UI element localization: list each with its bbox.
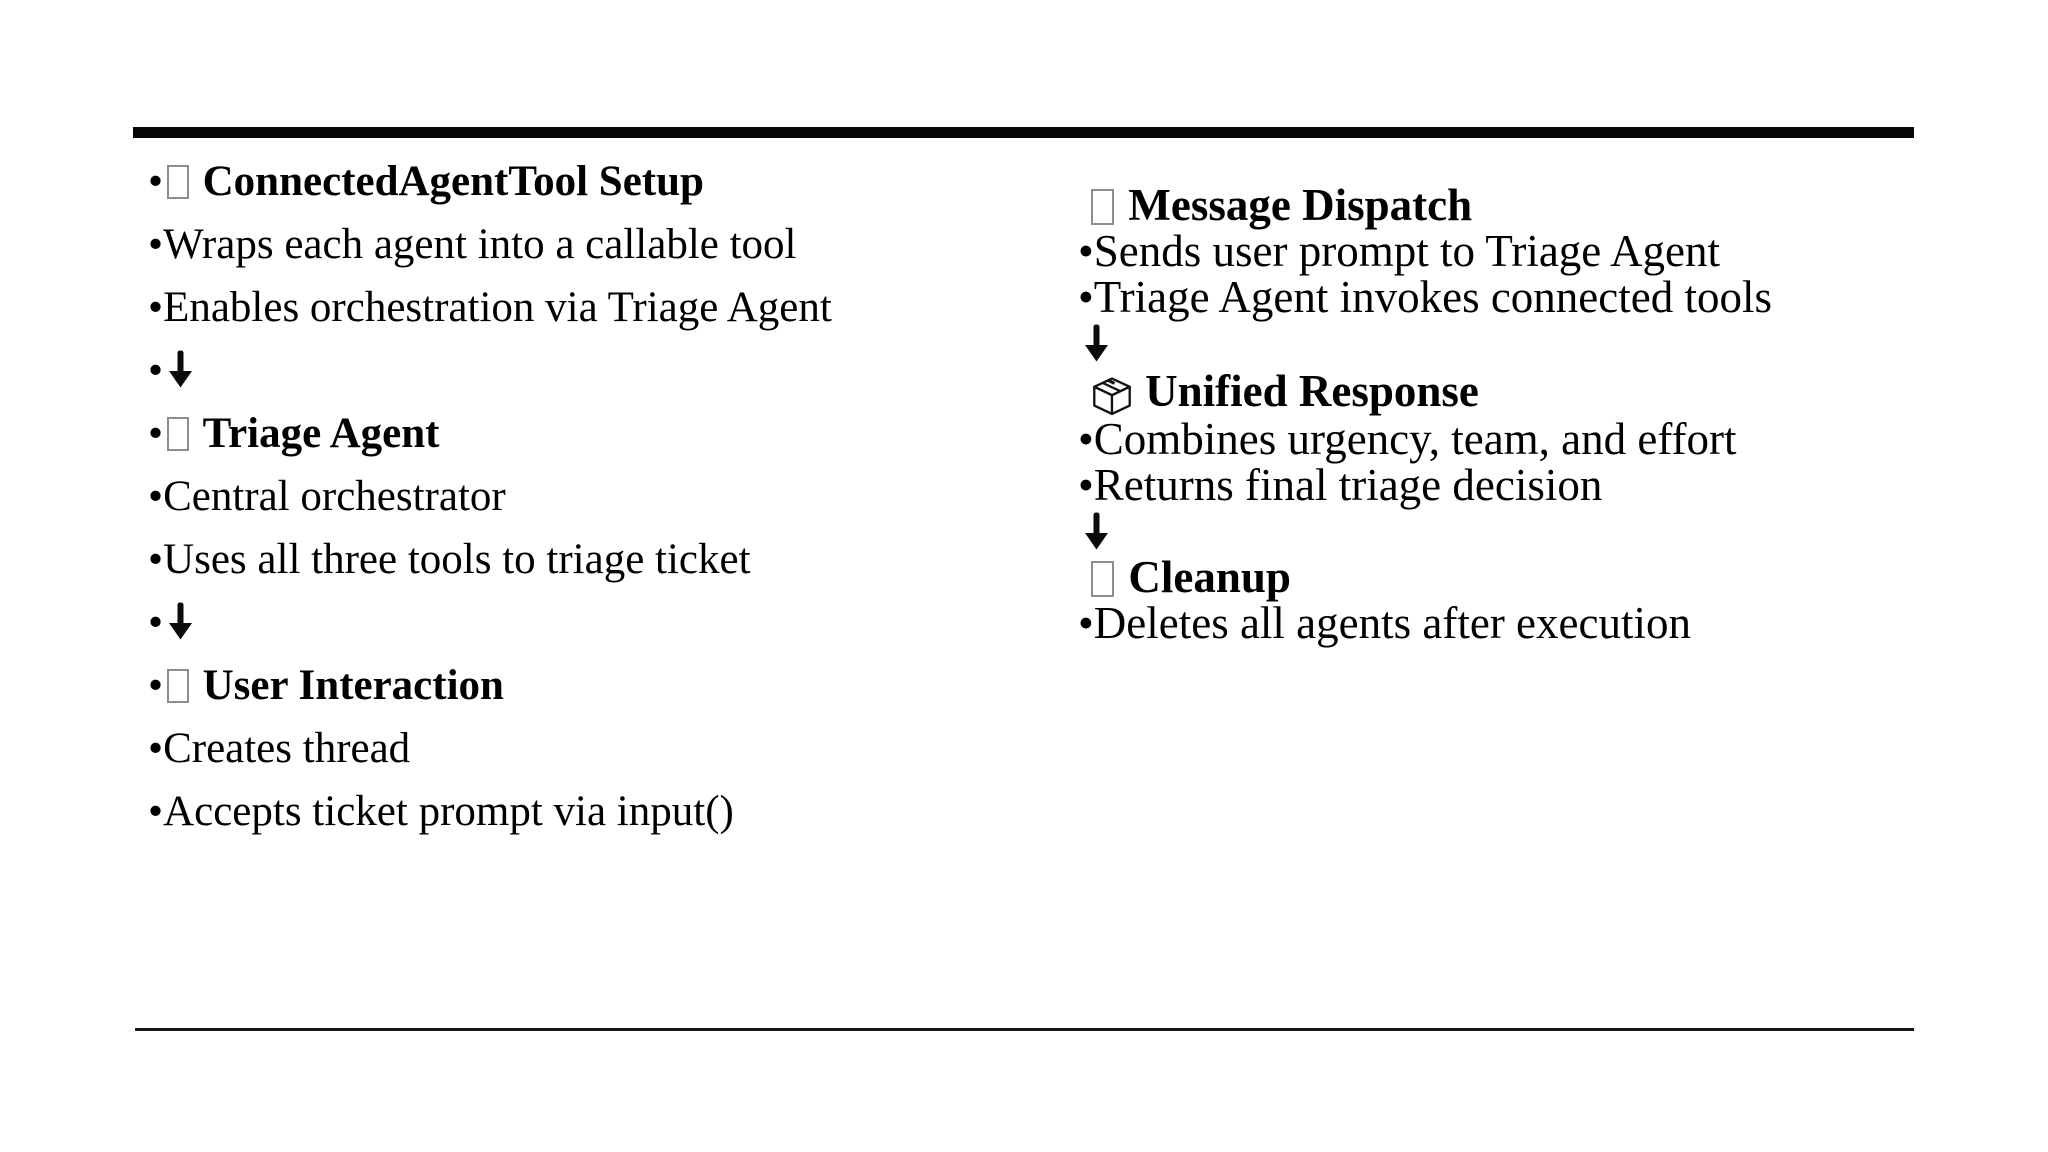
bullet-marker: • [1078, 460, 1094, 510]
step-title: User Interaction [202, 662, 504, 709]
workflow-step-detail: •Uses all three tools to triage ticket [148, 528, 1028, 591]
flow-arrow-line: • [148, 591, 1028, 654]
missing-glyph-icon [166, 416, 189, 452]
flow-arrow-line: • [148, 339, 1028, 402]
bullet-marker: • [148, 536, 164, 583]
workflow-step-heading: • Triage Agent [148, 402, 1028, 465]
package-icon [1087, 366, 1145, 416]
down-arrow-icon [1078, 320, 1110, 366]
workflow-step-detail: •Creates thread [148, 717, 1028, 780]
down-arrow-icon [163, 339, 194, 402]
workflow-step-heading: Message Dispatch [1078, 182, 1958, 228]
bullet-marker: • [148, 599, 164, 646]
down-arrow-icon [1078, 508, 1110, 554]
workflow-column-right: Message Dispatch•Sends user prompt to Tr… [1078, 182, 1958, 646]
workflow-step-detail: •Enables orchestration via Triage Agent [148, 276, 1028, 339]
step-text: Returns final triage decision [1093, 460, 1603, 510]
step-text: Triage Agent invokes connected tools [1093, 272, 1772, 322]
missing-glyph-icon [1090, 188, 1114, 225]
bottom-divider-rule [135, 1028, 1914, 1031]
workflow-step-heading: • ConnectedAgentTool Setup [148, 150, 1028, 213]
workflow-step-detail: •Sends user prompt to Triage Agent [1078, 228, 1958, 274]
workflow-step-detail: •Wraps each agent into a callable tool [148, 213, 1028, 276]
flow-arrow-line [1078, 508, 1958, 554]
bullet-marker: • [148, 473, 164, 520]
step-title: Unified Response [1145, 366, 1479, 417]
step-text: Sends user prompt to Triage Agent [1093, 226, 1721, 276]
bullet-marker: • [148, 347, 164, 394]
step-text: Wraps each agent into a callable tool [163, 221, 797, 268]
bullet-marker: • [148, 284, 164, 331]
bullet-marker: • [148, 221, 164, 268]
step-text: Creates thread [163, 725, 411, 772]
workflow-step-detail: •Accepts ticket prompt via input() [148, 780, 1028, 843]
step-text: Enables orchestration via Triage Agent [163, 284, 832, 331]
bullet-marker: • [1078, 226, 1094, 276]
step-title: Cleanup [1128, 552, 1291, 602]
bullet-marker: • [148, 410, 164, 457]
step-text: Accepts ticket prompt via input() [163, 788, 734, 835]
step-title: Message Dispatch [1128, 180, 1473, 230]
step-text: Deletes all agents after execution [1093, 598, 1691, 648]
top-divider-rule [133, 127, 1914, 138]
step-text: Combines urgency, team, and effort [1093, 414, 1737, 464]
flow-arrow-line [1078, 320, 1958, 366]
bullet-marker: • [148, 725, 164, 772]
step-text: Central orchestrator [163, 473, 506, 520]
bullet-marker: • [148, 788, 164, 835]
step-title: Triage Agent [202, 410, 440, 457]
bullet-marker: • [1078, 414, 1094, 464]
down-arrow-icon [163, 591, 194, 654]
bullet-marker: • [148, 158, 164, 205]
workflow-step-heading: Unified Response [1078, 366, 1958, 416]
step-text: Uses all three tools to triage ticket [163, 536, 751, 583]
missing-glyph-icon [166, 668, 189, 704]
workflow-step-heading: Cleanup [1078, 554, 1958, 600]
workflow-step-detail: •Central orchestrator [148, 465, 1028, 528]
workflow-step-detail: •Returns final triage decision [1078, 462, 1958, 508]
missing-glyph-icon [166, 164, 189, 200]
workflow-step-heading: • User Interaction [148, 654, 1028, 717]
step-title: ConnectedAgentTool Setup [202, 158, 704, 205]
missing-glyph-icon [1090, 560, 1114, 597]
workflow-step-detail: •Combines urgency, team, and effort [1078, 416, 1958, 462]
workflow-column-left: •ConnectedAgentTool Setup•Wraps each age… [148, 150, 1028, 843]
bullet-marker: • [148, 662, 164, 709]
bullet-marker: • [1078, 598, 1094, 648]
workflow-step-detail: •Deletes all agents after execution [1078, 600, 1958, 646]
bullet-marker: • [1078, 272, 1094, 322]
workflow-step-detail: •Triage Agent invokes connected tools [1078, 274, 1958, 320]
